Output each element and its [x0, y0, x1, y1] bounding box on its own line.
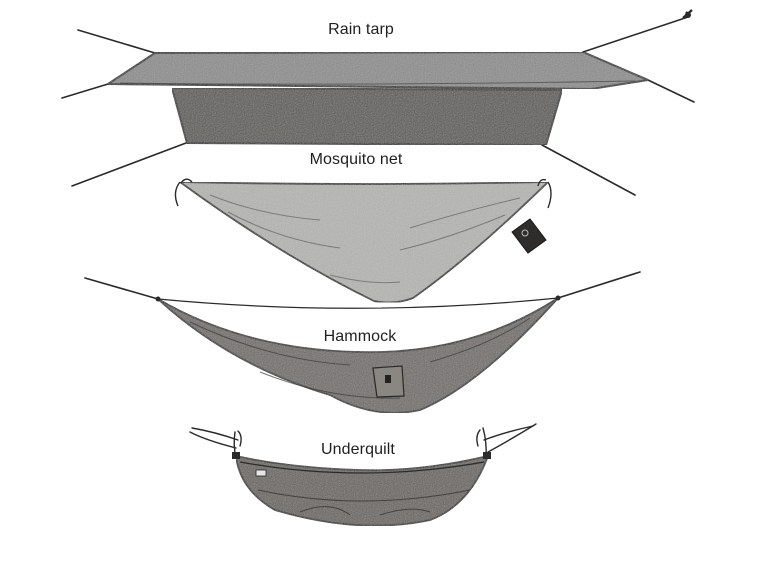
hammock-body — [157, 297, 559, 414]
underquilt-label: Underquilt — [321, 441, 395, 458]
underquilt-body — [234, 454, 490, 527]
rain-tarp-knot — [682, 9, 693, 19]
hammock-end-knot-left — [155, 296, 161, 302]
hammock-end-knot-right — [555, 295, 561, 301]
mosquito-net-end-cords — [174, 178, 552, 209]
underquilt — [189, 423, 537, 527]
hammock-pocket — [372, 365, 405, 398]
hammock-label: Hammock — [323, 328, 397, 345]
mosquito-net-stuff-sack — [511, 218, 547, 254]
underquilt-rim — [239, 461, 485, 474]
hammock-ridgeline — [157, 297, 559, 309]
mosquito-net-label: Mosquito net — [309, 151, 403, 168]
underquilt-shock-cords — [189, 423, 537, 459]
mosquito-net-folds — [209, 194, 521, 284]
mosquito-net — [174, 178, 552, 304]
rain-tarp-top-panel — [107, 51, 649, 90]
underquilt-end-clip-right — [483, 452, 491, 459]
rain-tarp — [61, 9, 695, 196]
rain-tarp-seam — [119, 80, 636, 85]
rain-tarp-label: Rain tarp — [328, 21, 394, 38]
hammock-suspension — [84, 271, 641, 300]
rain-tarp-front-panel — [170, 86, 564, 147]
hammock — [84, 271, 641, 414]
rain-tarp-guylines — [61, 16, 695, 196]
mosquito-net-body — [177, 181, 551, 304]
hammock-folds — [189, 317, 531, 399]
underquilt-baffles — [257, 489, 471, 516]
underquilt-tag — [255, 469, 267, 477]
underquilt-end-clip-left — [232, 452, 240, 459]
